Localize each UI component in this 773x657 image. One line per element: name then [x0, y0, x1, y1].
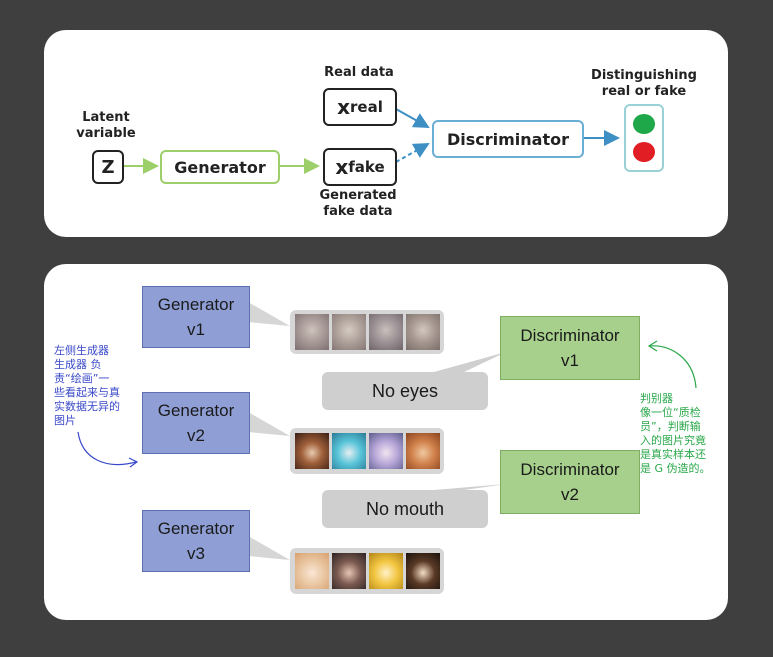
distinguishing-line2: real or fake [601, 84, 687, 99]
anime-face-image [368, 433, 403, 469]
arrow-xreal-to-discriminator [395, 108, 430, 128]
callouts-layer [77, 302, 697, 560]
left-note-line: 责“绘画”一 [54, 372, 110, 385]
feedback-no-mouth-text: No mouth [365, 498, 445, 519]
callout-pointer-d2 [434, 484, 506, 490]
latent-variable-label: Latent variable [74, 110, 138, 142]
blurry-face-image [368, 314, 403, 350]
right-note-line: 判别器 [640, 392, 673, 405]
feedback-no-mouth: No mouth [322, 490, 488, 528]
left-note-arrowhead [128, 457, 139, 468]
x-fake-sub: fake [348, 158, 385, 176]
generator-v2-line1: Generator [157, 401, 235, 420]
generator-v2-box: Generator v2 [142, 392, 250, 454]
generator-v2-line2: v2 [187, 426, 205, 445]
feedback-no-eyes: No eyes [322, 372, 488, 410]
discriminator-v2-box: Discriminator v2 [500, 450, 640, 514]
right-note-arrow [649, 345, 697, 389]
x-real-sub: real [350, 98, 383, 116]
anime-face-image [405, 433, 440, 469]
generator-text: Generator [174, 157, 266, 177]
generator-box: Generator [160, 150, 280, 184]
z-box: Z [92, 150, 124, 184]
generator-v1-line1: Generator [157, 295, 235, 314]
blurry-face-image [405, 314, 440, 350]
discriminator-v1-box: Discriminator v1 [500, 316, 640, 380]
generated-images-v1 [290, 310, 444, 354]
anime-face-image [331, 433, 366, 469]
left-annotation: 左侧生成器 生成器 负 责“绘画”一 些看起来与真 实数据无异的 图片 [54, 344, 136, 428]
blurry-face-image [331, 314, 366, 350]
right-note-line: 员”，判断输 [640, 420, 701, 433]
x-fake-base: x [335, 155, 349, 179]
anime-face-image [331, 553, 366, 589]
left-note-line: 图片 [54, 414, 76, 427]
generator-v3-line2: v3 [187, 544, 205, 563]
anime-face-image [294, 553, 329, 589]
generated-fake-data-label: Generated fake data [312, 188, 404, 220]
discriminator-v1-line2: v1 [561, 351, 579, 370]
right-note-arrowhead [647, 340, 658, 352]
generator-v3-box: Generator v3 [142, 510, 250, 572]
distinguishing-line1: Distinguishing [591, 68, 697, 83]
latent-label-line1: Latent [82, 110, 130, 125]
callout-pointer-d1 [434, 352, 506, 372]
generated-images-v3 [290, 548, 444, 594]
latent-label-line2: variable [76, 126, 136, 141]
anime-face-image [368, 553, 403, 589]
z-text: Z [101, 156, 115, 178]
callout-pointer-g3 [248, 536, 290, 560]
training-iterations-panel: Generator v1 Generator v2 Generator v3 D… [44, 264, 728, 620]
generated-images-v2 [290, 428, 444, 474]
green-light-icon [633, 114, 655, 134]
x-real-base: x [337, 95, 351, 119]
left-note-line: 些看起来与真 [54, 386, 120, 399]
left-note-arrow [77, 431, 137, 466]
discriminator-v2-line2: v2 [561, 485, 579, 504]
discriminator-v2-line1: Discriminator [520, 460, 620, 479]
generator-v1-line2: v1 [187, 320, 205, 339]
traffic-light [624, 104, 664, 172]
discriminator-text: Discriminator [446, 129, 570, 149]
anime-face-image [405, 553, 440, 589]
left-note-line: 生成器 负 [54, 358, 102, 371]
anime-face-image [294, 433, 329, 469]
left-note-line: 左侧生成器 [54, 344, 109, 357]
discriminator-box: Discriminator [432, 120, 584, 158]
left-note-line: 实数据无异的 [54, 400, 120, 413]
distinguishing-label: Distinguishing real or fake [584, 68, 704, 100]
feedback-no-eyes-text: No eyes [371, 380, 439, 401]
generator-v3-line1: Generator [157, 519, 235, 538]
right-note-line: 是 G 伪造的。 [640, 462, 711, 475]
generator-v1-box: Generator v1 [142, 286, 250, 348]
right-note-line: 像一位“质检 [640, 406, 701, 419]
right-note-line: 是真实样本还 [640, 448, 706, 461]
arrows-layer [124, 108, 620, 174]
right-annotation: 判别器 像一位“质检 员”，判断输 入的图片究竟 是真实样本还 是 G 伪造的。 [640, 392, 724, 476]
arrow-xfake-to-discriminator [395, 143, 430, 163]
right-note-line: 入的图片究竟 [640, 434, 706, 447]
callout-pointer-g1 [248, 302, 290, 326]
real-data-label: Real data [324, 65, 394, 80]
generated-label-line1: Generated [319, 188, 397, 203]
blurry-face-image [294, 314, 329, 350]
generated-label-line2: fake data [323, 204, 393, 219]
callout-pointer-g2 [248, 412, 290, 436]
red-light-icon [633, 142, 655, 162]
discriminator-v1-line1: Discriminator [520, 326, 620, 345]
